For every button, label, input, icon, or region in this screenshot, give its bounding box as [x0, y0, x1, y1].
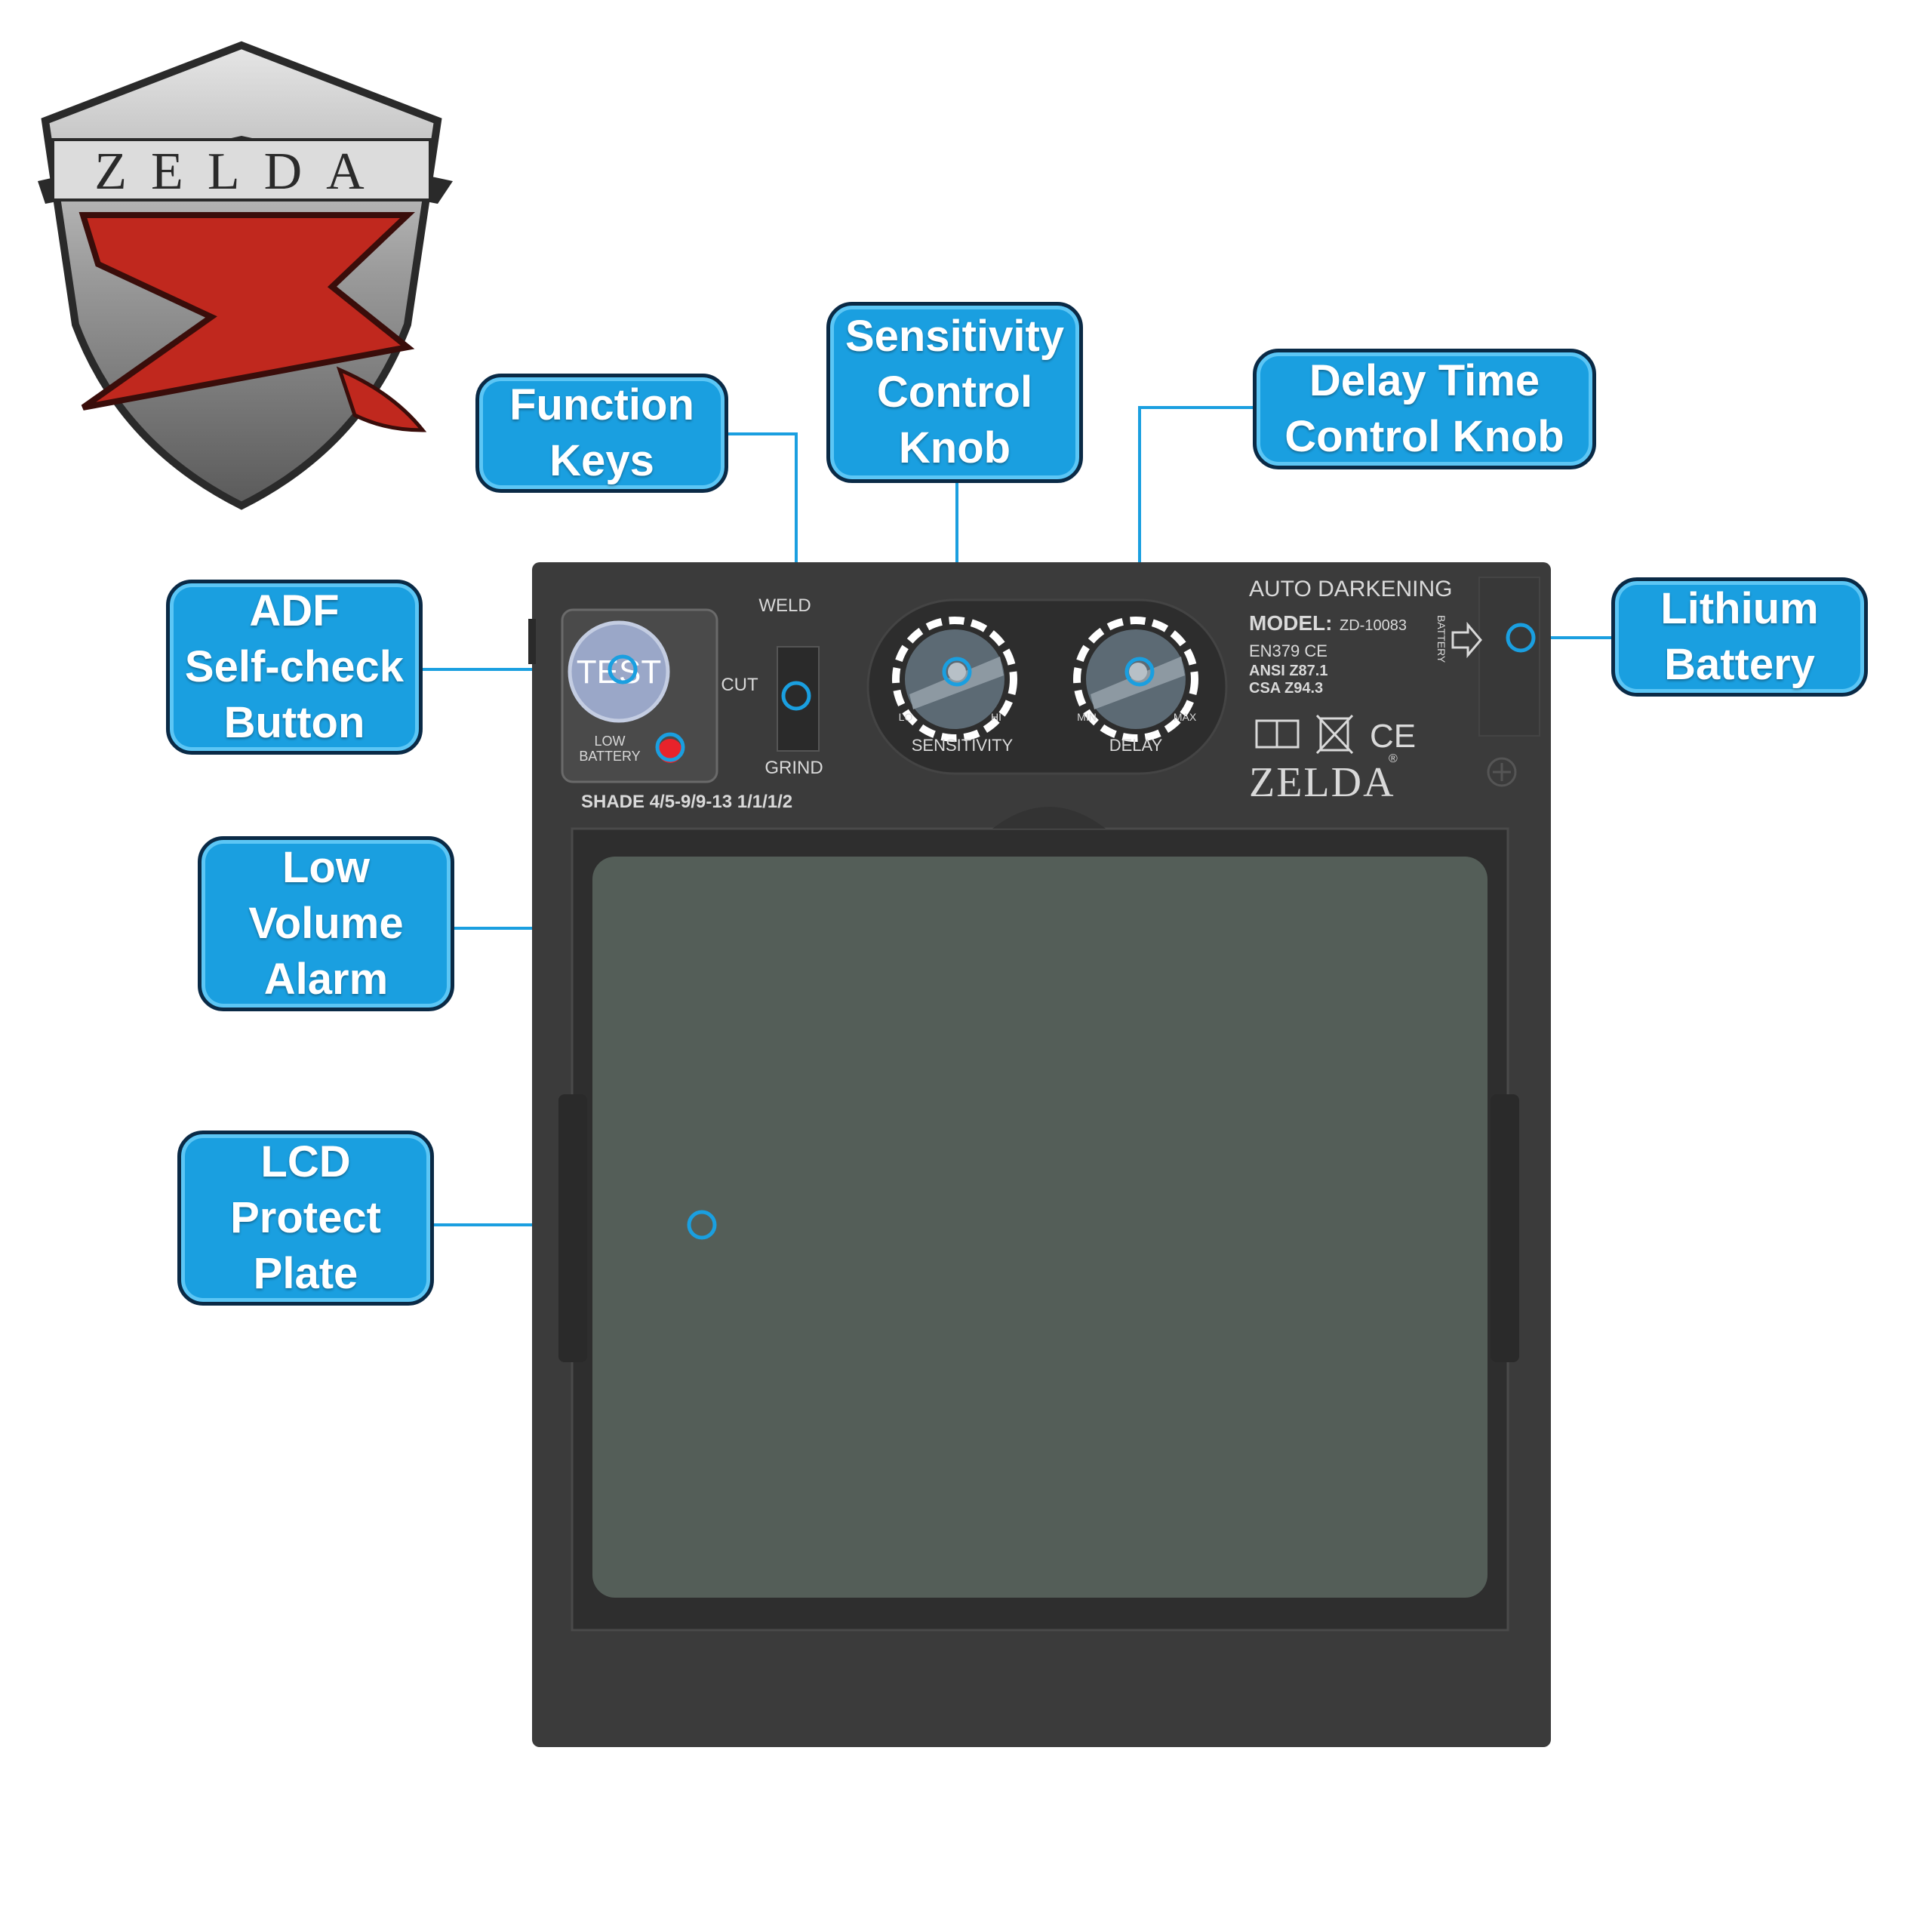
callout-text: Control: [876, 368, 1033, 417]
callout-text: Sensitivity: [844, 312, 1065, 361]
callout-lithium-battery: Lithium Battery: [1611, 577, 1868, 697]
switch-weld-label: WELD: [758, 595, 811, 616]
dot-function-keys: [781, 681, 811, 711]
callout-low-volume-alarm: Low Volume Alarm: [198, 836, 454, 1011]
callout-text: Lithium: [1660, 584, 1819, 633]
sens-lo: LO: [899, 711, 913, 723]
callout-text: Function: [509, 380, 694, 429]
model-number: ZD-10083: [1340, 617, 1407, 634]
callout-text: Delay Time: [1309, 356, 1540, 405]
callout-text: Plate: [253, 1249, 358, 1298]
test-label[interactable]: TEST: [577, 654, 661, 691]
dot-alarm: [655, 732, 685, 762]
dot-lcd: [687, 1210, 717, 1240]
sens-label: SENSITIVITY: [912, 736, 1014, 755]
callout-text: Button: [223, 698, 365, 747]
registered-mark: ®: [1389, 752, 1398, 765]
delay-label: DELAY: [1109, 736, 1163, 755]
callout-delay-knob: Delay Time Control Knob: [1253, 349, 1596, 469]
callout-lcd-plate: LCD Protect Plate: [177, 1131, 434, 1306]
dot-delay: [1124, 657, 1155, 687]
delay-min: MIN: [1077, 711, 1097, 723]
std-csa: CSA Z94.3: [1249, 680, 1323, 697]
callout-text: Control Knob: [1284, 412, 1564, 461]
callout-text: Battery: [1664, 640, 1815, 689]
battery-arrow-icon: [1451, 621, 1482, 659]
callout-function-keys: Function Keys: [475, 374, 728, 493]
std-en: EN379 CE: [1249, 641, 1327, 660]
switch-cut-label: CUT: [721, 675, 758, 695]
callout-text: ADF: [249, 586, 340, 635]
callout-text: Volume: [248, 899, 404, 948]
test-button: [568, 620, 670, 723]
shade-range: SHADE 4/5-9/9-13 1/1/1/2: [581, 792, 792, 812]
callout-sensitivity-knob: Sensitivity Control Knob: [826, 302, 1083, 483]
lcd-protect-plate: [592, 857, 1487, 1598]
callout-text: Self-check: [184, 642, 405, 691]
callout-text: Keys: [549, 436, 654, 485]
battery-compartment: [1478, 577, 1540, 737]
logo-wordmark: ZELDA: [94, 143, 388, 201]
callout-text: Protect: [230, 1193, 381, 1242]
ce-mark: CE: [1370, 718, 1416, 755]
callout-text: Knob: [898, 423, 1011, 472]
device-brand: ZELDA: [1249, 759, 1395, 806]
callout-adf-button: ADF Self-check Button: [166, 580, 423, 755]
low-battery-line1: LOW: [594, 734, 625, 749]
battery-side-label: BATTERY: [1435, 615, 1447, 663]
zelda-logo: ZELDA: [38, 41, 453, 510]
dot-sensitivity: [942, 657, 972, 687]
std-ansi: ANSI Z87.1: [1249, 663, 1327, 679]
sens-hi: HI: [991, 711, 1001, 723]
low-battery-line2: BATTERY: [579, 749, 640, 764]
auto-darkening: AUTO DARKENING: [1249, 577, 1453, 601]
callout-text: Low: [282, 843, 370, 892]
dot-battery: [1506, 623, 1536, 653]
switch-grind-label: GRIND: [764, 758, 823, 778]
callout-text: LCD: [260, 1137, 351, 1186]
dot-adf: [608, 654, 638, 685]
callout-text: Alarm: [263, 955, 389, 1004]
weee-bin-icon: [1319, 717, 1349, 752]
model-label: MODEL:: [1249, 611, 1332, 635]
delay-max: MAX: [1174, 711, 1197, 723]
